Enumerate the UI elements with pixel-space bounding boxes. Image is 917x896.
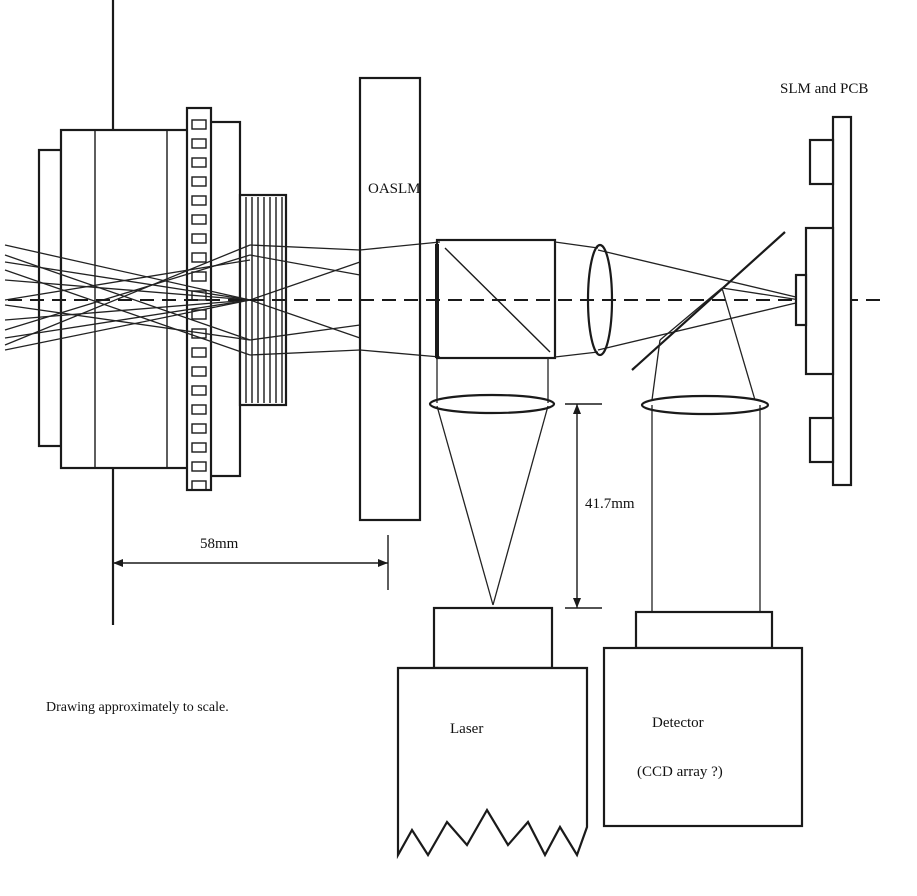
- detector-beam: [651, 405, 761, 612]
- detector-lens: [640, 394, 770, 416]
- dimension-58mm: [113, 535, 389, 590]
- ray-bundle: [4, 241, 441, 358]
- oaslm-plate: [358, 76, 422, 522]
- laser-label: Laser: [450, 721, 483, 737]
- knurl-tooth: [191, 252, 207, 263]
- knurl-tooth: [191, 119, 207, 130]
- imaging-rays: [554, 241, 801, 358]
- laser-beam: [436, 358, 549, 606]
- knurl-tooth: [191, 347, 207, 358]
- knurl-tooth: [191, 480, 207, 491]
- dimension-41-7mm: [565, 403, 602, 609]
- detector-rays: [651, 287, 801, 401]
- knurl-tooth: [191, 423, 207, 434]
- knurl-tooth: [191, 271, 207, 282]
- knurl-tooth: [191, 176, 207, 187]
- dim-41-7-label: 41.7mm: [585, 496, 635, 512]
- slm-pcb-label: SLM and PCB: [780, 81, 868, 97]
- slm-and-pcb: [794, 115, 853, 487]
- knurl-tooth: [191, 404, 207, 415]
- knurl-tooth: [191, 366, 207, 377]
- detector-label: Detector: [652, 715, 704, 731]
- laser-collimating-lens: [428, 393, 556, 415]
- knurl-tooth: [191, 157, 207, 168]
- dim-58-label: 58mm: [200, 536, 239, 552]
- knurl-tooth: [191, 214, 207, 225]
- scale-note: Drawing approximately to scale.: [46, 700, 229, 715]
- knurl-tooth: [191, 442, 207, 453]
- ccd-label: (CCD array ?): [637, 764, 723, 780]
- knurl-tooth: [191, 461, 207, 472]
- oaslm-label: OASLM: [368, 181, 421, 197]
- knurl-tooth: [191, 138, 207, 149]
- laser-unit: [396, 606, 589, 860]
- knurl-tooth: [191, 233, 207, 244]
- detector-unit: [602, 610, 804, 828]
- beam-splitter-cube: [435, 238, 557, 360]
- knurl-tooth: [191, 195, 207, 206]
- knurl-tooth: [191, 385, 207, 396]
- pickoff-mirror: [631, 231, 786, 371]
- relay-lens: [586, 243, 614, 357]
